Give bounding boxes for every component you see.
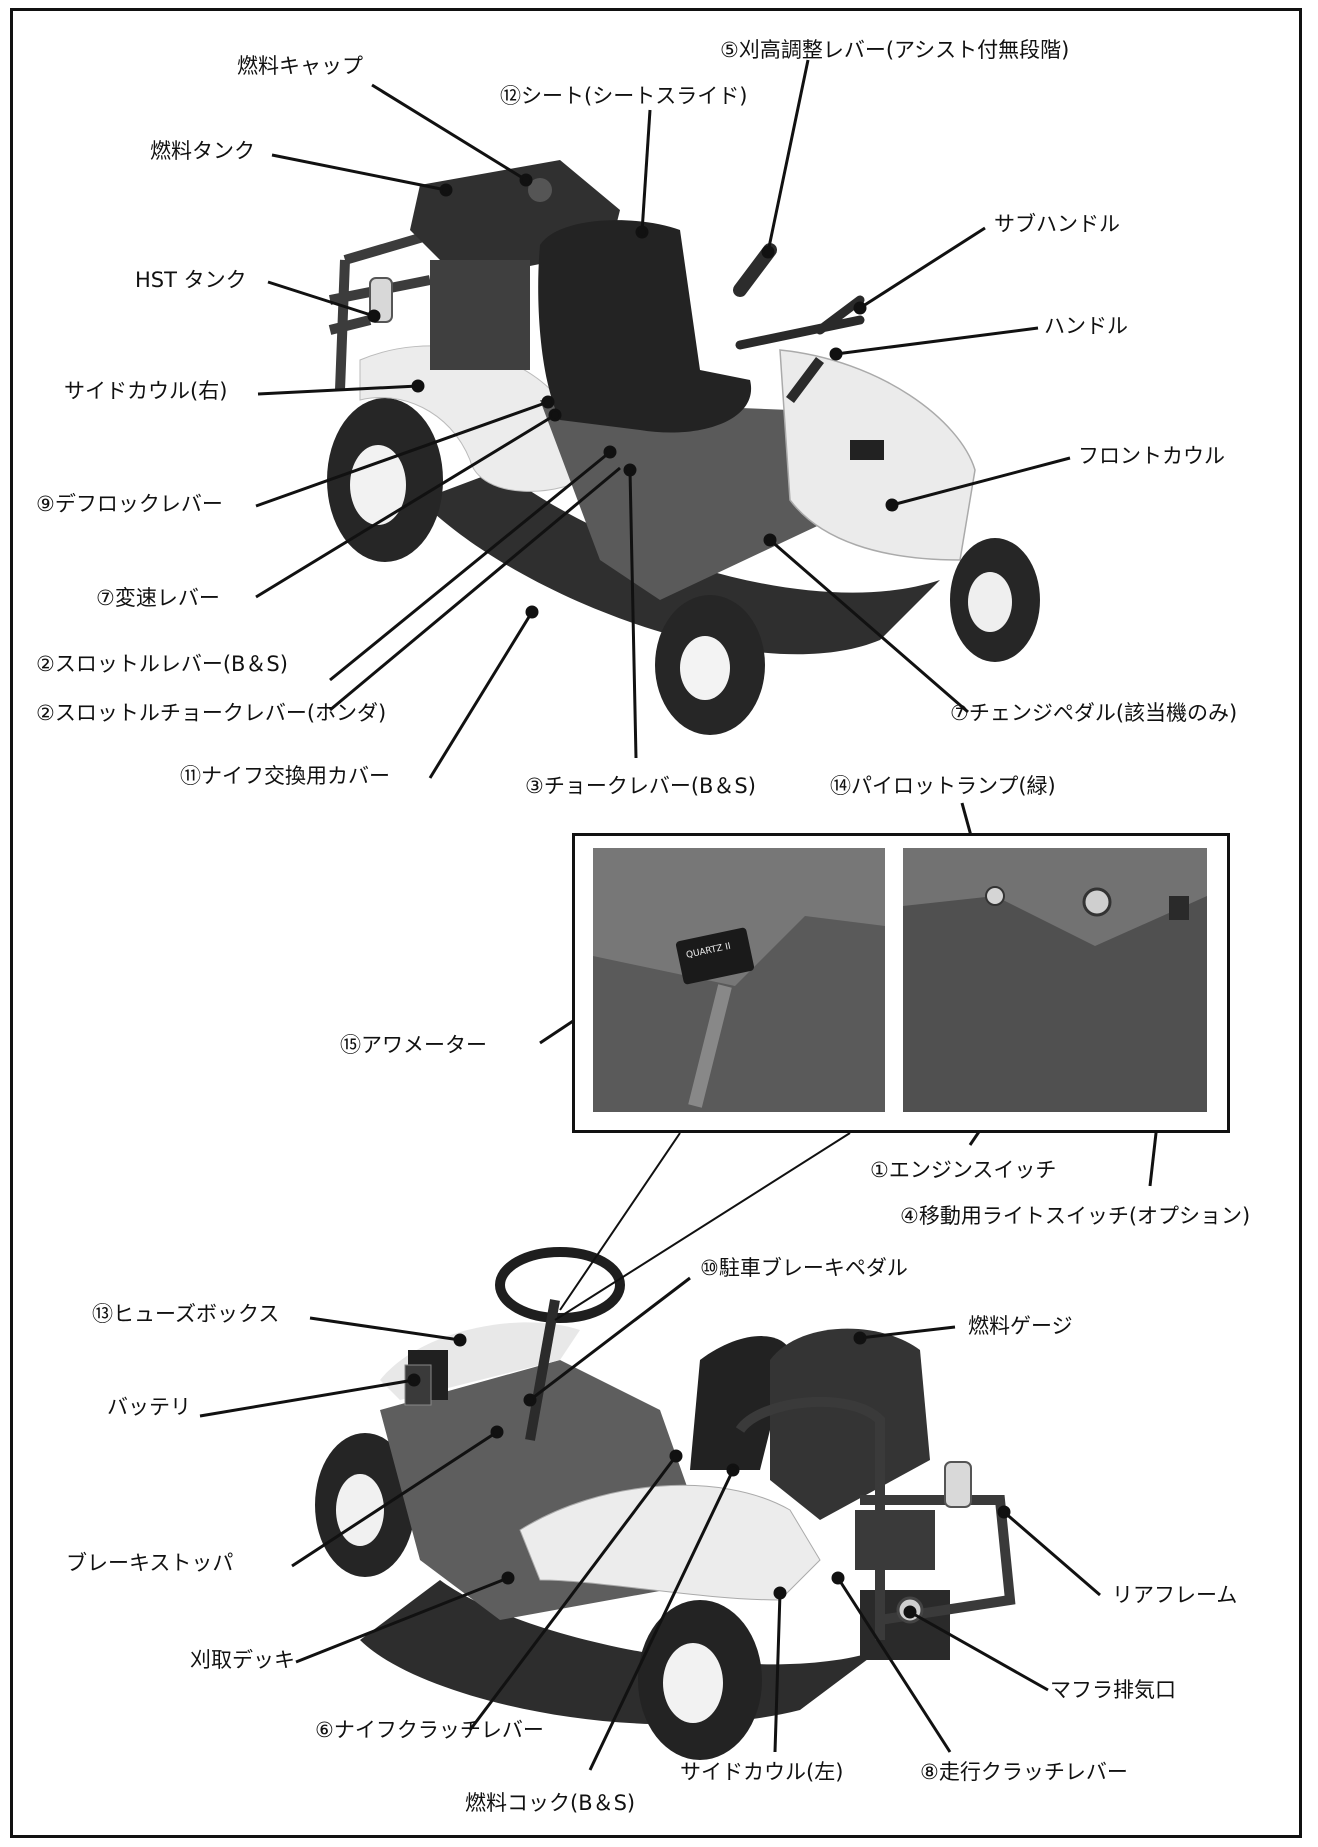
label-parking-brake: ⑩駐車ブレーキペダル: [700, 1256, 908, 1280]
label-sub-handle: サブハンドル: [994, 212, 1120, 236]
label-light-switch: ④移動用ライトスイッチ(オプション): [900, 1204, 1251, 1228]
leader-lines-top: [255, 59, 1071, 779]
label-rear-frame: リアフレーム: [1112, 1583, 1238, 1607]
pilot-lamp-icon: [985, 886, 1005, 906]
label-choke-bs: ③チョークレバー(B＆S): [525, 774, 756, 798]
label-fuel-cap: 燃料キャップ: [237, 54, 363, 78]
leader-lines-bottom: [199, 1276, 1101, 1771]
label-knife-cover: ⑪ナイフ交換用カバー: [180, 764, 390, 788]
label-brake-stopper: ブレーキストッパ: [66, 1551, 234, 1575]
key-switch-icon: [1082, 887, 1112, 917]
label-mowing-deck: 刈取デッキ: [190, 1648, 295, 1672]
hour-meter-icon: [675, 927, 755, 985]
label-fuse-box: ⑬ヒューズボックス: [92, 1302, 280, 1326]
label-handle: ハンドル: [1044, 314, 1128, 338]
label-engine-switch: ①エンジンスイッチ: [870, 1158, 1057, 1182]
label-side-cowl-left: サイドカウル(左): [680, 1760, 844, 1784]
label-knife-clutch: ⑥ナイフクラッチレバー: [315, 1718, 544, 1742]
detail-inset: QUARTZ II: [572, 833, 1230, 1133]
top-mower: [327, 160, 1040, 735]
label-battery: バッテリ: [107, 1395, 191, 1419]
label-pilot-lamp: ⑭パイロットランプ(緑): [830, 774, 1056, 798]
label-height-lever: ⑤刈高調整レバー(アシスト付無段階): [720, 38, 1070, 62]
inset-pointer: [554, 1132, 851, 1321]
diagram-frame: [10, 8, 1302, 1838]
label-fuel-gauge: 燃料ゲージ: [968, 1314, 1073, 1338]
label-change-pedal: ⑦チェンジペダル(該当機のみ): [950, 701, 1238, 725]
label-muffler: マフラ排気口: [1050, 1678, 1176, 1702]
label-hour-meter: ⑮アワメーター: [340, 1033, 487, 1057]
label-throttle-honda: ②スロットルチョークレバー(ホンダ): [36, 701, 387, 725]
light-switch-icon: [1169, 896, 1189, 920]
bottom-mower: [315, 1247, 1016, 1760]
label-fuel-cock: 燃料コック(B＆S): [465, 1791, 636, 1815]
label-seat: ⑫シート(シートスライド): [500, 84, 748, 108]
label-throttle-bs: ②スロットルレバー(B＆S): [36, 652, 288, 676]
label-travel-clutch: ⑧走行クラッチレバー: [920, 1760, 1128, 1784]
inset-photos: QUARTZ II: [593, 848, 1207, 1112]
label-fuel-tank: 燃料タンク: [150, 139, 255, 163]
label-shift-lever: ⑦変速レバー: [96, 586, 220, 610]
label-side-cowl-right: サイドカウル(右): [64, 379, 228, 403]
label-diff-lock: ⑨デフロックレバー: [36, 492, 223, 516]
label-front-cowl: フロントカウル: [1078, 444, 1225, 468]
label-hst-tank: HST タンク: [135, 268, 247, 292]
